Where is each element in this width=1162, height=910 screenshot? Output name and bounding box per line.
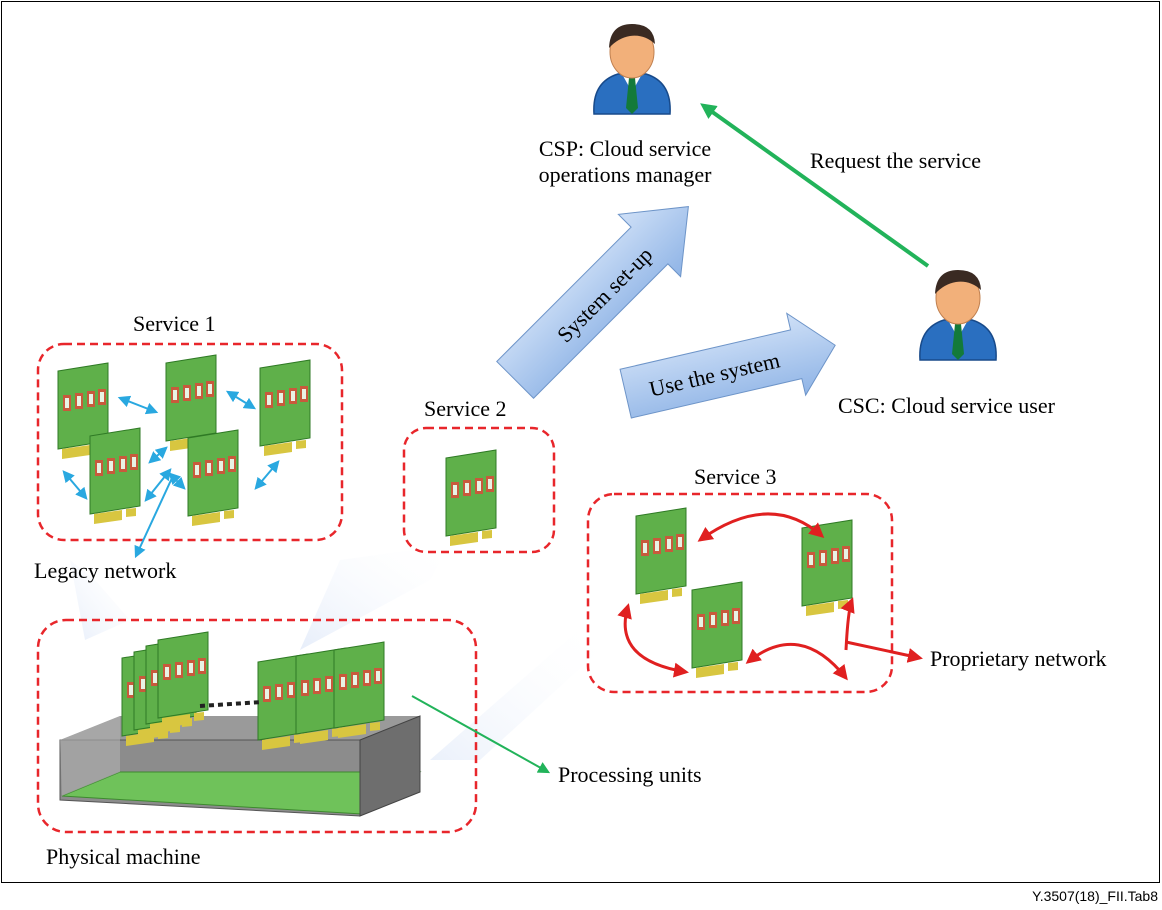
csp-label-line2: operations manager — [538, 162, 712, 187]
projection-beam-middle — [300, 545, 450, 650]
service2-card — [445, 449, 497, 547]
proprietary-network-label: Proprietary network — [930, 646, 1107, 671]
use-system-arrow — [619, 312, 836, 419]
projection-beam-right — [430, 620, 600, 760]
proprietary-network-links — [617, 512, 923, 681]
service3-box — [586, 492, 894, 694]
service3-card — [691, 581, 743, 679]
csc-label: CSC: Cloud service user — [838, 393, 1055, 418]
csc-user-icon — [919, 269, 997, 361]
physical-machine-label: Physical machine — [46, 844, 201, 869]
service1-title: Service 1 — [133, 311, 216, 336]
legacy-network-label: Legacy network — [34, 558, 177, 583]
system-setup-arrow — [496, 206, 689, 399]
processing-units-arrow — [411, 695, 551, 774]
csp-label-line1: CSP: Cloud service — [538, 136, 712, 161]
service1-card — [89, 427, 141, 525]
service3-card — [635, 507, 687, 605]
figure-frame — [1, 1, 1160, 883]
request-service-arrow — [700, 103, 930, 268]
service3-card — [801, 519, 853, 617]
service1-box — [36, 342, 344, 542]
service1-card — [187, 429, 239, 527]
service1-card — [259, 359, 311, 457]
processing-unit-cards — [121, 631, 385, 751]
request-service-label: Request the service — [810, 148, 982, 173]
csp-manager-icon — [593, 23, 671, 115]
legacy-network-links — [62, 390, 280, 559]
figure-id: Y.3507(18)_FII.Tab8 — [1032, 888, 1158, 904]
service2-title: Service 2 — [424, 396, 507, 421]
service2-box — [402, 426, 556, 554]
service3-title: Service 3 — [694, 464, 777, 489]
processing-units-label: Processing units — [558, 762, 702, 787]
